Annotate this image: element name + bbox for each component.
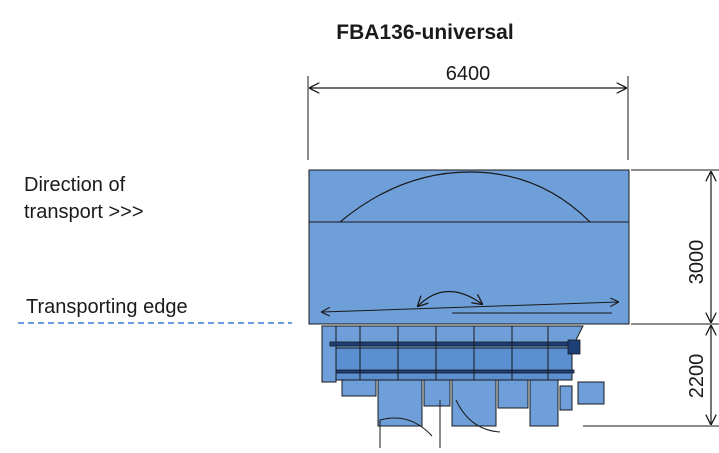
frame-rail-2 xyxy=(335,369,575,374)
drum-arc xyxy=(339,171,591,223)
track-block-4 xyxy=(451,379,497,427)
track-block-6 xyxy=(529,379,559,427)
direction-label-line2: transport >>> xyxy=(24,201,144,223)
lower-frame-body xyxy=(335,347,573,381)
width-dimension-value: 6400 xyxy=(446,63,491,85)
track-block-7 xyxy=(559,385,573,411)
height-bottom-dimension-value: 2200 xyxy=(686,354,708,399)
upper-housing xyxy=(308,169,630,325)
rotation-arrow xyxy=(418,290,482,306)
side-box xyxy=(577,381,605,405)
direction-label-line1: Direction of xyxy=(24,174,126,196)
height-top-dimension-value: 3000 xyxy=(686,240,708,285)
transporting-edge-label: Transporting edge xyxy=(26,296,188,318)
track-block-1 xyxy=(341,379,377,397)
lower-frame-left-post xyxy=(321,325,337,383)
frame-bracket xyxy=(567,339,581,355)
frame-rail-1 xyxy=(329,341,579,347)
diagram-title: FBA136-universal xyxy=(336,21,513,44)
track-block-3 xyxy=(423,379,451,407)
lower-arc-right xyxy=(455,399,501,433)
track-block-5 xyxy=(497,379,529,409)
lower-arc-left xyxy=(379,417,433,448)
